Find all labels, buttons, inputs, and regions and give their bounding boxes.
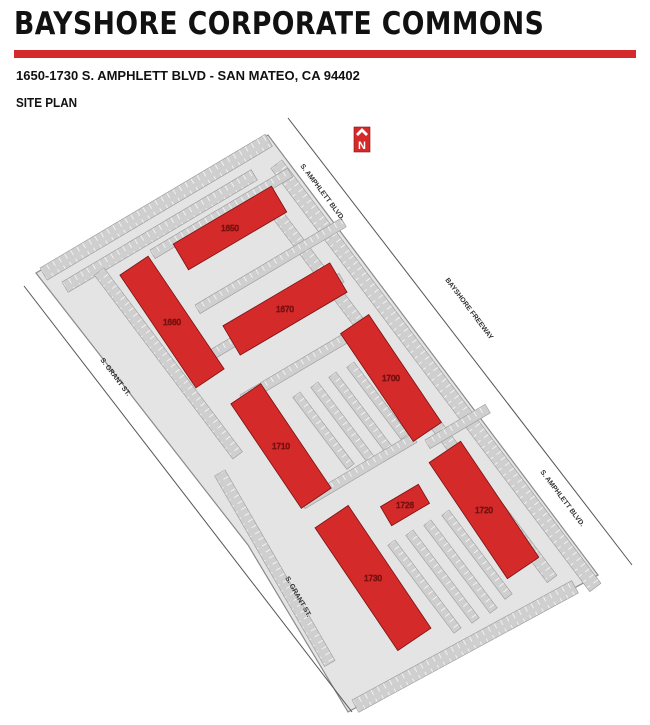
page-title: BAYSHORE CORPORATE COMMONS bbox=[14, 6, 545, 42]
building-1726[interactable]: 1726 bbox=[379, 483, 431, 527]
svg-text:1720: 1720 bbox=[475, 506, 493, 515]
svg-text:N: N bbox=[358, 140, 366, 152]
svg-text:1700: 1700 bbox=[382, 374, 400, 383]
building-1710[interactable]: 1710 bbox=[230, 383, 332, 509]
svg-text:1660: 1660 bbox=[163, 318, 181, 327]
property-address: 1650-1730 S. AMPHLETT BLVD - SAN MATEO, … bbox=[16, 68, 360, 83]
svg-text:1650: 1650 bbox=[221, 224, 239, 233]
road-label-bayshore-freeway: BAYSHORE FREEWAY bbox=[443, 277, 494, 341]
freeway-line bbox=[287, 117, 633, 566]
svg-text:1726: 1726 bbox=[396, 501, 414, 510]
building-1720[interactable]: 1720 bbox=[428, 440, 540, 580]
north-arrow-icon: N bbox=[353, 126, 371, 153]
svg-text:1730: 1730 bbox=[364, 574, 382, 583]
svg-text:1710: 1710 bbox=[272, 442, 290, 451]
building-1670[interactable]: 1670 bbox=[222, 262, 348, 356]
building-1660[interactable]: 1660 bbox=[119, 255, 225, 389]
building-1730[interactable]: 1730 bbox=[314, 504, 432, 652]
title-divider bbox=[14, 50, 636, 58]
building-1700[interactable]: 1700 bbox=[340, 314, 442, 442]
svg-text:1670: 1670 bbox=[276, 305, 294, 314]
grant-st-line bbox=[23, 285, 353, 713]
site-plan-heading: SITE PLAN bbox=[16, 95, 78, 110]
building-1650[interactable]: 1650 bbox=[172, 185, 288, 271]
